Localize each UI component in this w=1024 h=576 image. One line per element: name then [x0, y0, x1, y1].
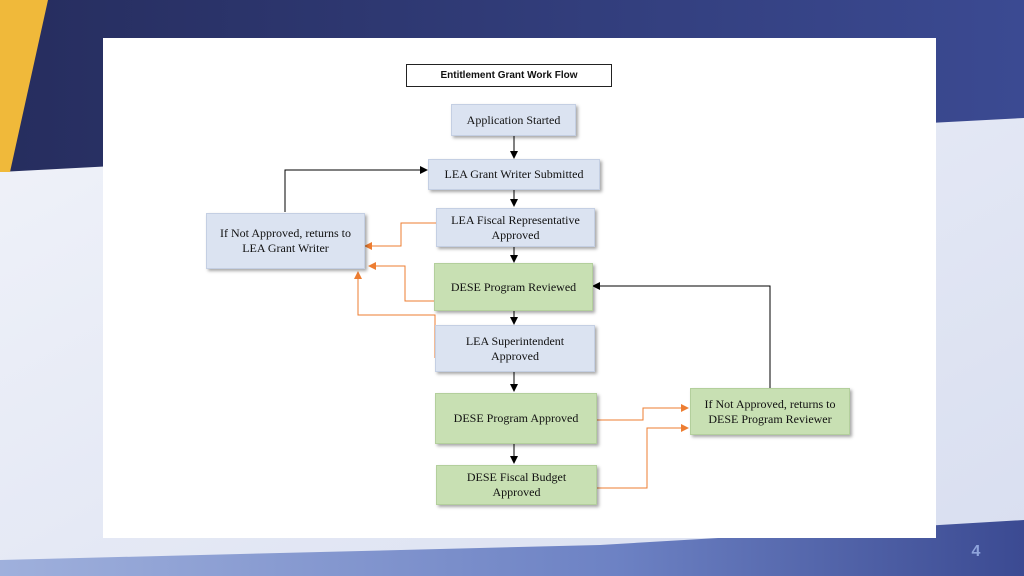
page-number: 4 — [971, 543, 981, 560]
node-lea-superintendent-approved: LEA Superintendent Approved — [435, 325, 595, 372]
node-not-approved-lea-grant-writer: If Not Approved, returns to LEA Grant Wr… — [206, 213, 365, 269]
reject-fiscal-rep — [364, 222, 436, 250]
reject-fiscal-budget — [597, 424, 689, 489]
node-lea-fiscal-rep-approved: LEA Fiscal Representative Approved — [436, 208, 595, 247]
reject-superintendent — [354, 271, 436, 358]
diagram-title: Entitlement Grant Work Flow — [406, 64, 612, 87]
reject-program-reviewed — [368, 262, 434, 302]
node-lea-grant-writer-submitted: LEA Grant Writer Submitted — [428, 159, 600, 190]
node-dese-program-approved: DESE Program Approved — [435, 393, 597, 444]
diagram-canvas: Entitlement Grant Work Flow Application … — [103, 38, 936, 538]
node-dese-fiscal-budget-approved: DESE Fiscal Budget Approved — [436, 465, 597, 505]
arrow-not-approved-to-reviewer — [592, 282, 771, 388]
arrow-not-approved-to-grant-writer — [284, 166, 428, 212]
reject-program-approved — [597, 404, 689, 421]
node-not-approved-dese-reviewer: If Not Approved, returns to DESE Program… — [690, 388, 850, 435]
node-application-started: Application Started — [451, 104, 576, 136]
node-dese-program-reviewed: DESE Program Reviewed — [434, 263, 593, 311]
